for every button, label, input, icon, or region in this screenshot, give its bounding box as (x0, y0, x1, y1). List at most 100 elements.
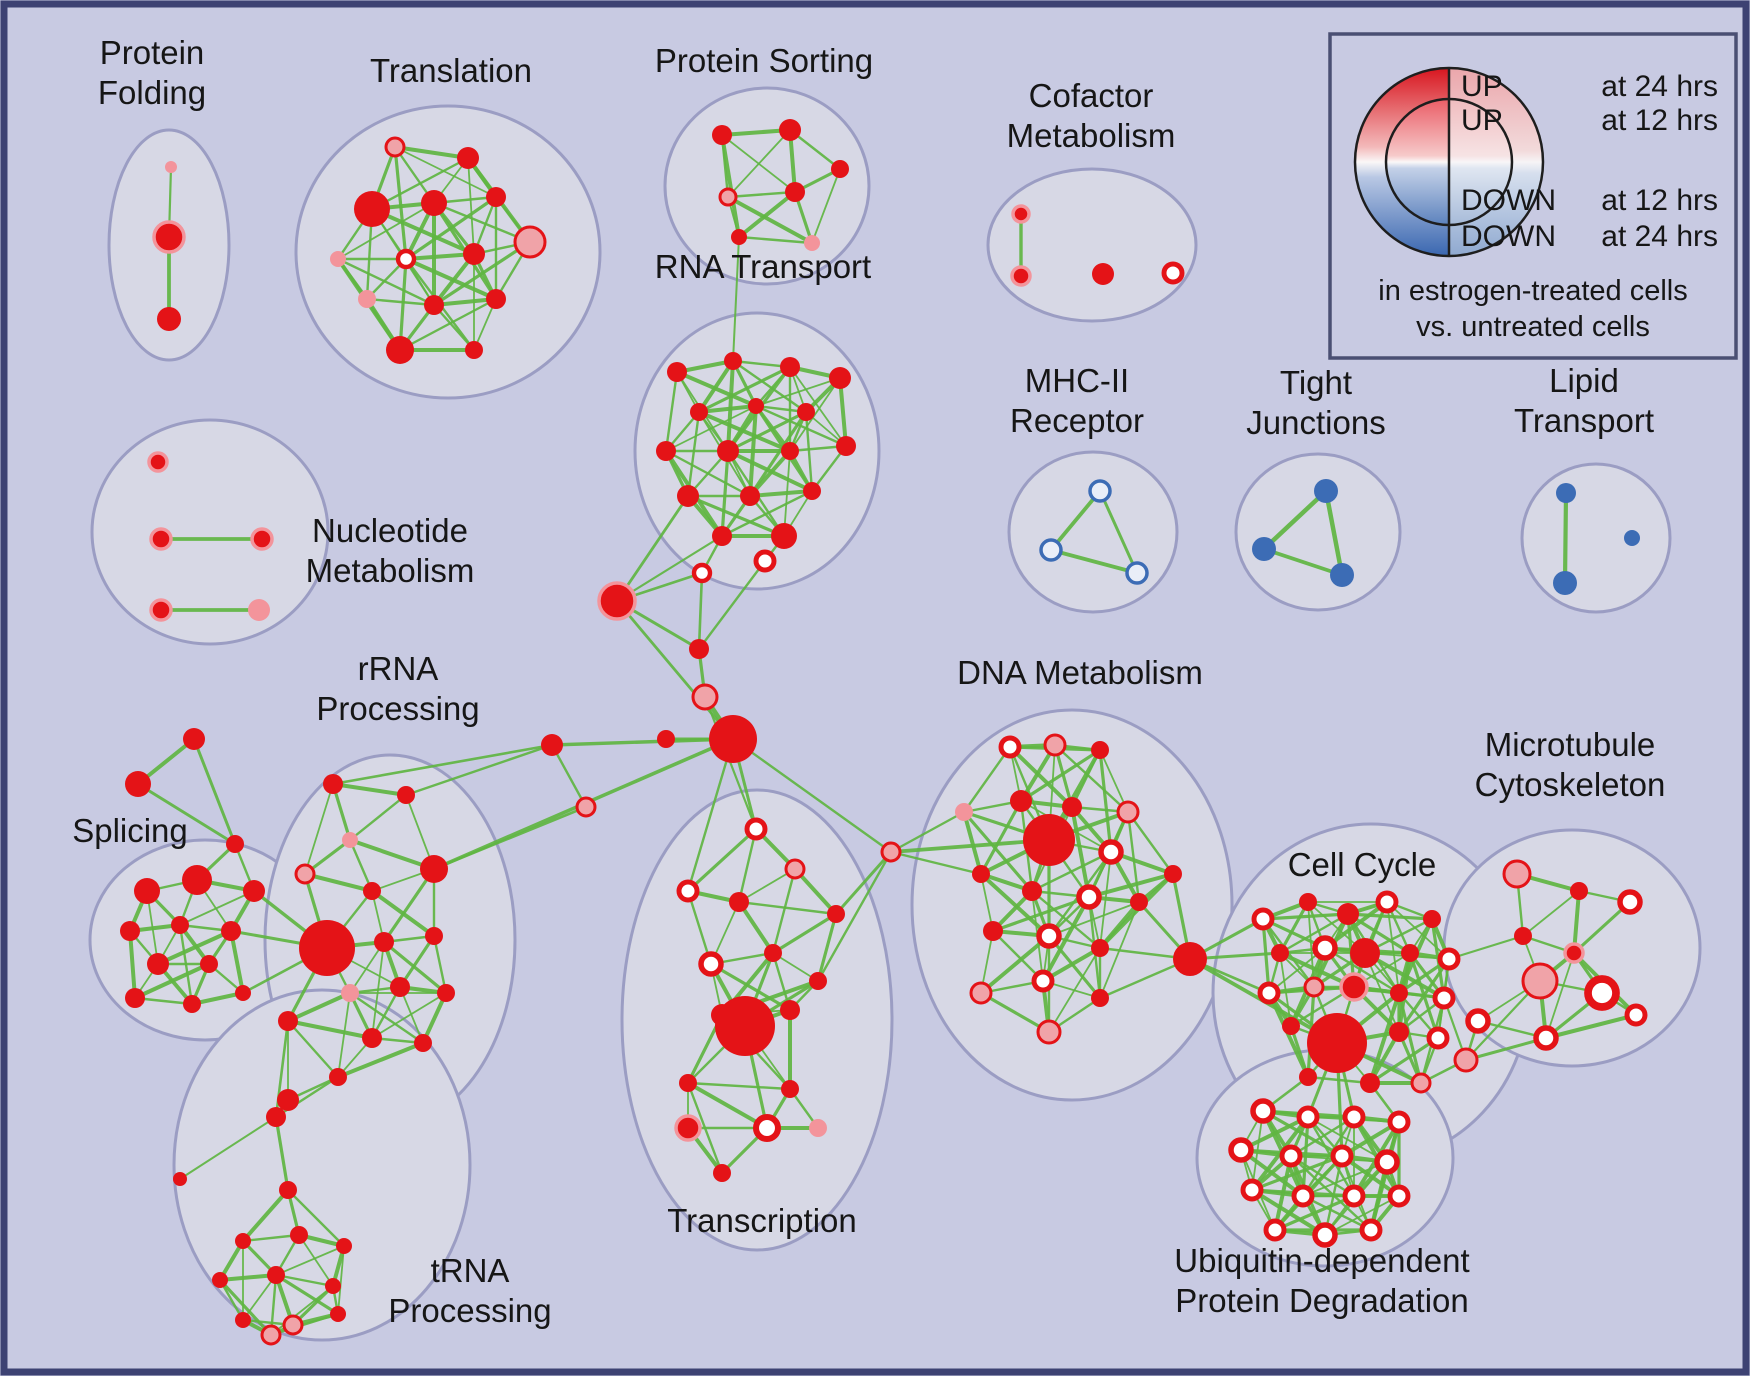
node-cn-1 (753, 549, 777, 573)
node-pf-2 (157, 307, 181, 331)
network-edge (771, 912, 838, 955)
network-edge (720, 128, 792, 137)
node-sp-5 (243, 880, 265, 902)
node-cc-6 (1312, 935, 1338, 961)
node-rt-8 (717, 440, 739, 462)
node-ub-1 (1296, 1105, 1320, 1129)
cluster-tn (172, 988, 472, 1342)
node-sp-12 (183, 995, 201, 1013)
network-edge (286, 1188, 346, 1248)
network-edge (1464, 1036, 1548, 1062)
network-edge (962, 745, 1012, 814)
node-cc-3 (1375, 890, 1399, 914)
cluster-mh (1007, 450, 1179, 614)
node-dm-6 (1116, 800, 1140, 824)
network-edge (156, 929, 233, 966)
network-edge (550, 743, 588, 809)
network-edge (432, 240, 532, 307)
network-edge (1346, 912, 1434, 921)
network-edge (720, 133, 741, 239)
network-edge (370, 207, 476, 256)
cluster-tr (294, 104, 602, 400)
node-ub-5 (1279, 1144, 1303, 1168)
network-edge (738, 868, 796, 903)
network-edge (179, 890, 255, 926)
network-edge (286, 1019, 340, 1079)
node-tn-10 (282, 1314, 304, 1336)
node-dm-11 (1022, 881, 1042, 901)
network-edge (686, 889, 713, 966)
cluster-label-tx: Transcription (667, 1202, 857, 1239)
network-edge (393, 145, 470, 160)
node-pf-1 (152, 220, 186, 254)
network-edge (1008, 745, 1074, 809)
node-sp-2 (226, 835, 244, 853)
network-edge (371, 992, 447, 1039)
node-tn-11 (330, 1306, 346, 1322)
node-rr-0 (323, 774, 343, 794)
network-edge (737, 235, 814, 245)
cluster-label-tn: Processing (388, 1292, 551, 1329)
node-pf-0 (165, 161, 177, 173)
node-tn-9 (235, 1312, 251, 1328)
legend-row-time-3: at 24 hrs (1601, 220, 1718, 253)
node-mh-2 (1125, 561, 1149, 585)
node-tx-1 (784, 858, 806, 880)
node-cn-3 (689, 639, 709, 659)
network-edge (697, 410, 792, 453)
node-rt-10 (836, 436, 856, 456)
node-tn-5 (336, 1238, 352, 1254)
node-sp-7 (171, 916, 189, 934)
network-edge (804, 410, 814, 493)
node-tr-7 (463, 243, 485, 265)
node-cc-11 (1303, 976, 1325, 998)
network-edge (737, 190, 797, 239)
node-lt-0 (1556, 483, 1576, 503)
node-rt-9 (781, 442, 799, 460)
legend-row-side-1: UP (1461, 104, 1503, 137)
node-nm-1 (149, 527, 173, 551)
node-ub-0 (1250, 1098, 1276, 1124)
network-edge (550, 737, 735, 747)
network-edge (1098, 900, 1141, 950)
node-tn-4 (290, 1226, 308, 1244)
cluster-label-lt: Transport (1514, 402, 1654, 439)
network-edge (136, 782, 237, 846)
network-edge (404, 252, 476, 261)
node-dm-16 (1091, 939, 1109, 957)
node-dm-0 (998, 735, 1022, 759)
cluster-label-nm: Metabolism (306, 552, 475, 589)
node-mh-0 (1088, 479, 1112, 503)
node-tn-7 (267, 1266, 285, 1284)
node-dm-18 (969, 981, 993, 1005)
network-edge (382, 940, 448, 995)
node-rt-0 (667, 362, 687, 382)
network-edge (421, 991, 448, 1045)
cluster-label-cc: Cell Cycle (1288, 846, 1437, 883)
network-edge (432, 934, 448, 995)
network-edge (404, 743, 554, 797)
node-dm-19 (1091, 989, 1109, 1007)
network-edge (732, 236, 740, 362)
node-mh-1 (1039, 538, 1063, 562)
network-edge (336, 257, 436, 307)
node-tx-4 (827, 905, 845, 923)
network-edge (331, 782, 408, 797)
node-dm-2 (1091, 741, 1109, 759)
node-tj-2 (1330, 563, 1354, 587)
network-edge (697, 404, 758, 414)
network-edge (365, 297, 436, 307)
network-edge (1049, 489, 1102, 552)
node-nm-4 (248, 599, 270, 621)
network-edge (348, 991, 425, 1045)
node-dm-12 (1076, 884, 1102, 910)
network-edge (393, 145, 408, 261)
network-edge (686, 737, 735, 893)
network-edge (737, 900, 838, 916)
node-dm-1 (1043, 733, 1067, 757)
node-rt-3 (829, 367, 851, 389)
network-edge (771, 867, 797, 955)
network-edge (337, 202, 435, 260)
cluster-tj (1234, 452, 1402, 612)
